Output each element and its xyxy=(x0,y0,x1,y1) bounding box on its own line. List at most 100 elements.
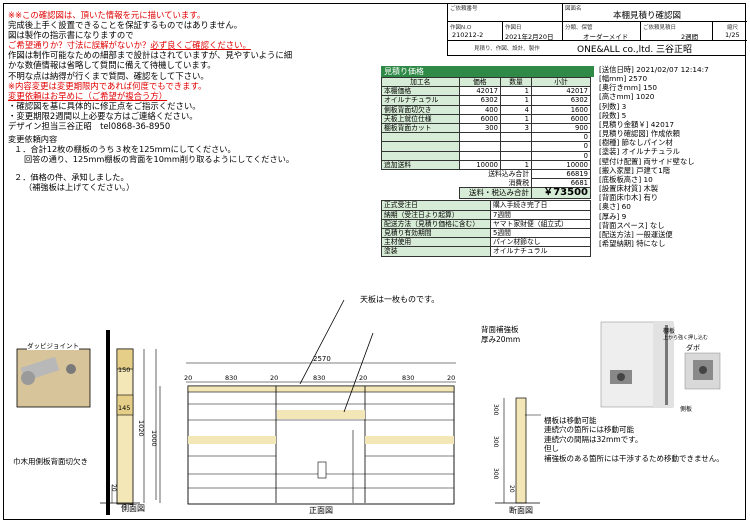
footer-label: 見積り、作図、設計、製作 xyxy=(474,46,540,52)
note-line: ※※この確認図は、頂いた情報を元に描いています。 xyxy=(8,10,206,20)
client-label: ご依頼番号 xyxy=(450,6,478,12)
date-label: 作図日 xyxy=(505,25,522,31)
spec-item: [背面床巾木] 有り xyxy=(599,193,659,203)
spec-item: [厚み] 9 xyxy=(599,211,627,221)
drawing-name: 本棚見積り確認図 xyxy=(613,11,682,21)
table-row: 0 xyxy=(381,150,591,161)
col-header: 価格 xyxy=(458,76,501,88)
change-line: （補強板は上げてください。） xyxy=(24,181,135,192)
note-line: ・確認図を基に具体的に修正点をご指示ください。 xyxy=(8,100,201,111)
change-request-block: 変更依頼内容 １．合計12枚の棚板のうち３枚を125mmにしてください。 回答の… xyxy=(8,134,308,192)
table-row: 0 xyxy=(381,132,591,143)
change-title: 変更依頼内容 xyxy=(8,134,58,144)
order-row: 塗装オイルナチュラル xyxy=(381,246,591,257)
spec-item: [塗装] オイルナチュラル xyxy=(599,147,680,157)
movable-note: 連続穴の箇所には移動可能 xyxy=(544,425,634,435)
spec-item: [搬入家屋] 戸建て1階 xyxy=(599,165,671,175)
spec-item: [底板板高さ] 10 xyxy=(599,174,653,184)
total-amount: ￥73500 xyxy=(531,187,591,200)
spec-item: [壁付け配置] 両サイド壁なし xyxy=(599,156,695,166)
total-row: 送料・税込み合計￥73500 xyxy=(382,187,591,200)
note-line: 完成後上手く設置できることを保証するものではありません。 xyxy=(8,20,243,31)
note-line: ご希望通りか？寸法に誤解がないか？必ず良くご確認ください。 xyxy=(8,40,251,51)
front-view xyxy=(159,299,456,505)
cls-value: オーダーメイド xyxy=(583,33,629,41)
change-line: １．合計12枚の棚板のうち３枚を125mmにしてください。 xyxy=(14,144,236,155)
notes-block: ※※この確認図は、頂いた情報を元に描いています。 完成後上手く設置できることを保… xyxy=(8,10,318,131)
width-dim: 20 xyxy=(447,374,456,382)
col-header: 小計 xyxy=(531,76,591,88)
spec-item: [幅mm] 2570 xyxy=(599,74,648,84)
width-dim: 20 xyxy=(184,374,193,382)
movable-note: 棚板は移動可能 xyxy=(544,416,597,425)
delivery-value: 2週間 xyxy=(681,33,699,41)
spec-item: [送信日時] 2021/02/07 12:14:7 xyxy=(599,65,709,74)
page-label: 縮尺 xyxy=(727,25,739,31)
section-view xyxy=(495,397,541,504)
spec-item: [配送方法] 一般運送便 xyxy=(599,229,673,239)
spec-item: [樹種] 節なしパイン材 xyxy=(599,138,673,148)
width-dim: 20 xyxy=(359,374,368,382)
col-header: 数量 xyxy=(499,76,533,88)
section-dim: 20 xyxy=(508,485,515,493)
section-dim: 300 xyxy=(492,404,499,416)
joint-photo xyxy=(16,348,91,408)
side-cut-label: 巾木用側板背面切欠き xyxy=(13,457,88,466)
back-board-note: 背面補強板 xyxy=(481,325,519,334)
drawing-label: 図面名 xyxy=(565,6,582,12)
order-table: 正式受注日購入手続き完了日 納期（受注日より起算）7週間 配送方法（見積り価格に… xyxy=(381,200,591,257)
side-dim: 150 xyxy=(118,366,131,374)
table-header-row: 加工名 価格 数量 小計 xyxy=(381,76,591,88)
width-dim: 830 xyxy=(402,374,415,382)
spec-list: [送信日時] 2021/02/07 12:14:7 [幅mm] 2570 [奥行… xyxy=(599,65,739,248)
author-value: 210212-2 xyxy=(452,31,484,39)
movable-note: 但し xyxy=(544,444,559,454)
estimate-header: 見積り価格 xyxy=(381,66,594,77)
back-board-thickness: 厚み20mm xyxy=(481,335,521,344)
note-line: かな数値情報は省略して質問に備えて待機しています。 xyxy=(8,60,216,71)
side-view-title: 側面図 xyxy=(121,504,145,513)
hardware-photo xyxy=(600,321,721,408)
author-label: 作図N.O xyxy=(450,25,472,31)
spec-item: [希望納期] 特になし xyxy=(599,238,666,248)
side-dim: 145 xyxy=(118,404,131,412)
cls-label: 分類、保管 xyxy=(565,25,593,31)
width-dim: 830 xyxy=(313,374,326,382)
spec-item: [見積り確認図] 作成依頼 xyxy=(599,129,680,139)
spec-item: [高さmm] 1020 xyxy=(599,92,655,102)
movable-note: 連続穴の間隔は32mmです。 xyxy=(544,434,643,444)
hw-label: 棚板 xyxy=(663,328,676,335)
width-dim: 830 xyxy=(225,374,238,382)
note-line: 不明な点は納得が行くまで質問、確認をして下さい。 xyxy=(8,70,209,81)
spec-item: [段数] 5 xyxy=(599,110,627,120)
width-total: 2570 xyxy=(313,355,331,363)
change-line: ２．価格の件、承知しました。 xyxy=(14,171,129,182)
change-line: 回答の通り、125mm棚板の背面を10mm削り取るようにしてください。 xyxy=(24,154,295,165)
side-dim: 1000 xyxy=(150,430,158,447)
front-view-title: 正面図 xyxy=(309,506,333,515)
spec-item: [背面スペース] なし xyxy=(599,220,665,230)
spec-item: [奥行きmm] 150 xyxy=(599,83,658,93)
hw-label: 上から強く押し込む xyxy=(663,335,709,341)
delivery-label: ご依頼見積日 xyxy=(643,25,677,31)
title-block: ご依頼番号 図面名 本棚見積り確認図 作図N.O 210212-2 作図日 20… xyxy=(447,3,747,56)
top-board-note: 天板は一枚ものです。 xyxy=(360,295,440,304)
page-border xyxy=(3,3,746,520)
note-line: ・変更期限2週間以上必要な方はご連絡ください。 xyxy=(8,110,198,121)
note-line: ※内容変更は変更期限内であれば何度でもできます。 xyxy=(8,80,207,91)
side-dim: 20 xyxy=(110,484,117,492)
hw-label: ダボ xyxy=(686,344,700,352)
note-line: 作図は制作可能なための細部まで設計はされていますが、見やすいように細 xyxy=(8,50,293,61)
width-dim: 20 xyxy=(270,374,279,382)
movable-note: 補強板のある箇所には干渉するため移動できません。 xyxy=(544,453,724,463)
joint-label: ダッピジョイント xyxy=(27,340,79,350)
movable-notes: 棚板は移動可能 連続穴の箇所には移動可能 連続穴の間隔は32mmです。 但し 補… xyxy=(544,416,724,463)
note-line: デザイン担当三谷正昭 tel0868-36-8950 xyxy=(8,121,171,132)
company-name: ONE&ALL co.,ltd. 三谷正昭 xyxy=(577,45,693,55)
